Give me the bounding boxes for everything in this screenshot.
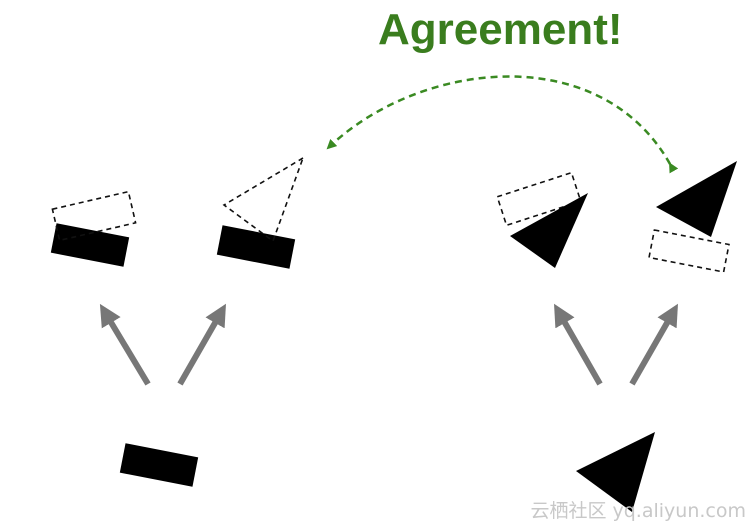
prediction-left-1: [50, 190, 137, 267]
predicted-rectangle-part: [216, 225, 296, 269]
vote-arrow-right-2: [629, 303, 678, 386]
prediction-right-1: [496, 171, 588, 268]
predicted-pose-outline: [648, 229, 730, 273]
observed-triangle-part: [576, 432, 655, 512]
predicted-pose-outline: [222, 156, 305, 243]
prediction-left-2: [216, 156, 305, 269]
predicted-triangle-part: [510, 193, 588, 268]
agreement-arrow: [326, 75, 679, 174]
watermark: 云栖社区 yq.aliyun.com: [530, 500, 746, 522]
predicted-triangle-part: [656, 161, 737, 237]
predicted-rectangle-part: [50, 223, 130, 267]
vote-arrow-left-2: [177, 303, 226, 386]
vote-arrow-left-1: [99, 303, 151, 386]
predicted-pose-outline: [496, 171, 582, 227]
prediction-right-2: [648, 161, 737, 273]
vote-arrow-right-1: [554, 303, 603, 386]
agreement-label: Agreement!: [378, 5, 623, 54]
predicted-pose-outline: [51, 190, 137, 242]
observed-rectangle-part: [119, 443, 199, 487]
